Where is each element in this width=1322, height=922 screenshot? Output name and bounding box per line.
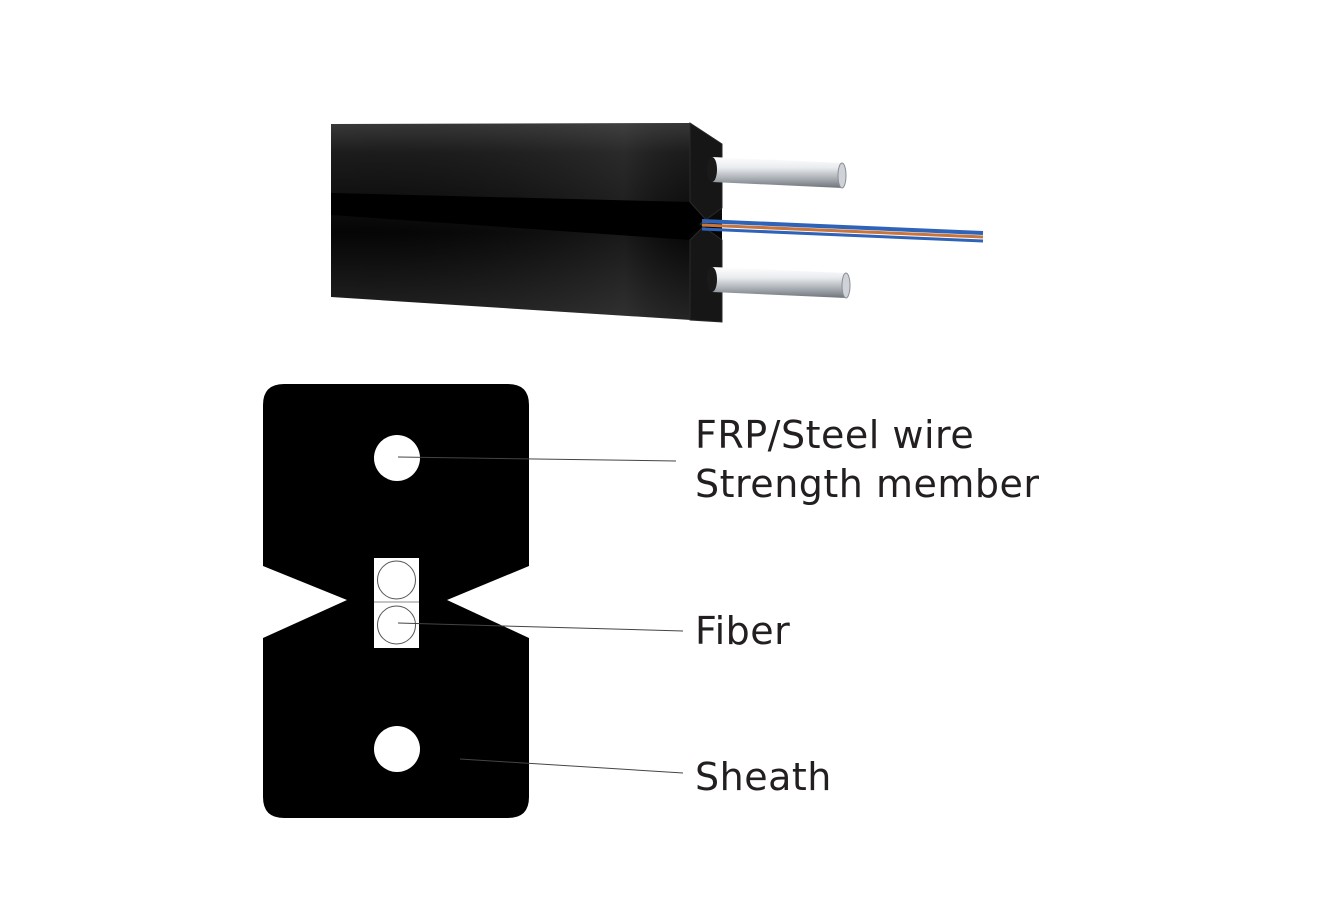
fiber-circle-bottom bbox=[377, 605, 416, 645]
cable-cross-section bbox=[263, 384, 529, 818]
fiber-box bbox=[374, 558, 419, 648]
strength-member-bottom bbox=[374, 726, 420, 772]
strength-wire-top bbox=[707, 157, 847, 189]
label-sheath: Sheath bbox=[695, 755, 832, 799]
leader-line-sheath bbox=[459, 758, 684, 774]
cable-groove bbox=[331, 193, 708, 240]
strength-wire-bottom bbox=[707, 267, 851, 299]
strength-member-top bbox=[374, 435, 420, 481]
leader-lines bbox=[397, 456, 684, 774]
cable-3d-view bbox=[331, 122, 984, 323]
fiber-circle-top bbox=[377, 560, 416, 600]
label-strength-line1: FRP/Steel wire bbox=[695, 413, 974, 457]
leader-line-strength bbox=[397, 456, 677, 462]
labels: FRP/Steel wire Strength member Fiber She… bbox=[695, 413, 1040, 799]
label-strength-line2: Strength member bbox=[695, 462, 1040, 506]
leader-line-fiber bbox=[397, 622, 684, 632]
optical-fibers bbox=[701, 219, 984, 243]
label-fiber: Fiber bbox=[695, 609, 790, 653]
